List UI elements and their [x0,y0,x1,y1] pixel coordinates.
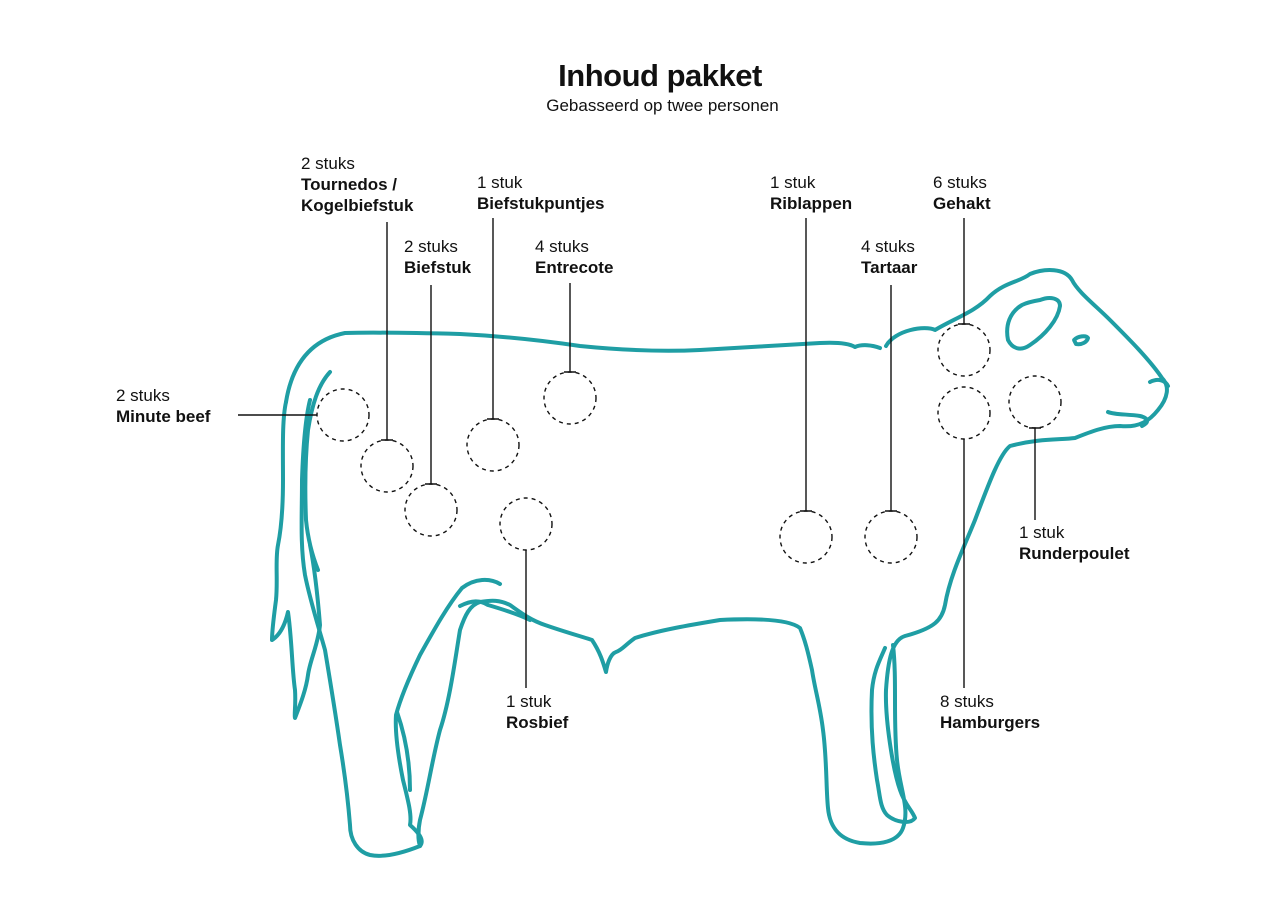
label-name: Biefstukpuntjes [477,194,605,213]
marker-biefstuk [404,483,458,537]
marker-tartaar [864,510,918,564]
label-name: Runderpoulet [1019,544,1130,563]
cow-mouth-outline [1106,410,1149,428]
label-qty: 2 stuks [116,386,170,405]
label-tartaar: 4 stuks Tartaar [861,236,917,278]
leader-tournedos [381,222,393,441]
marker-runderpoulet [1008,375,1062,429]
cow-nose-outline [1148,377,1170,388]
cow-body-outline [299,268,1169,858]
marker-hamburgers [937,386,991,440]
label-riblappen: 1 stuk Riblappen [770,172,852,214]
leader-runderpoulet [1029,427,1041,520]
label-name: Biefstuk [404,258,472,277]
label-qty: 2 stuks [301,154,355,173]
label-qty: 1 stuk [1019,523,1065,542]
label-tournedos: 2 stuks Tournedos / Kogelbiefstuk [301,153,413,216]
label-name: Gehakt [933,194,991,213]
label-name: Entrecote [535,258,614,277]
label-qty: 1 stuk [506,692,552,711]
cow-outline [270,268,1170,858]
marker-minute-beef [316,388,370,442]
label-qty: 6 stuks [933,173,987,192]
label-entrecote: 4 stuks Entrecote [535,236,613,278]
label-name: Hamburgers [940,713,1041,732]
marker-biefstukpuntjes [466,418,520,472]
cow-eye-outline [1072,334,1090,347]
leader-entrecote [564,283,576,373]
label-qty: 2 stuks [404,237,458,256]
cow-front-leg-outline [458,599,532,622]
label-qty: 1 stuk [770,173,816,192]
cow-back-leg-outline [393,577,502,848]
label-name: Tournedos / [301,175,398,194]
cow-tail-outline [270,370,332,720]
leader-gehakt [958,218,970,325]
label-name: Tartaar [861,258,918,277]
label-qty: 8 stuks [940,692,994,711]
label-biefstuk: 2 stuks Biefstuk [404,236,471,278]
label-qty: 1 stuk [477,173,523,192]
cut-markers [316,323,1062,564]
label-gehakt: 6 stuks Gehakt [933,172,991,214]
leader-lines [238,218,1041,688]
leader-riblappen [800,218,812,512]
label-name: Riblappen [770,194,853,213]
cow-ear-outline [1005,296,1062,351]
marker-rosbief [499,497,553,551]
leader-biefstuk [425,285,437,485]
label-name: Rosbief [506,713,569,732]
leader-tartaar [885,285,897,512]
label-qty: 4 stuks [535,237,589,256]
label-hamburgers: 8 stuks Hamburgers [940,691,1040,733]
diagram-subtitle: Gebasseerd op twee personen [546,96,779,115]
marker-riblappen [779,510,833,564]
leader-biefstukpuntjes [487,218,499,420]
cow-back-outline [284,330,882,404]
marker-gehakt [937,323,991,377]
label-qty: 4 stuks [861,237,915,256]
marker-entrecote [543,371,597,425]
diagram-title: Inhoud pakket [558,58,762,93]
label-name-line2: Kogelbiefstuk [301,196,414,215]
label-name: Minute beef [116,407,211,426]
label-runderpoulet: 1 stuk Runderpoulet [1019,522,1130,564]
label-rosbief: 1 stuk Rosbief [506,691,568,733]
label-minute-beef: 2 stuks Minute beef [116,385,210,427]
label-biefstukpuntjes: 1 stuk Biefstukpuntjes [477,172,605,214]
marker-tournedos [360,439,414,493]
